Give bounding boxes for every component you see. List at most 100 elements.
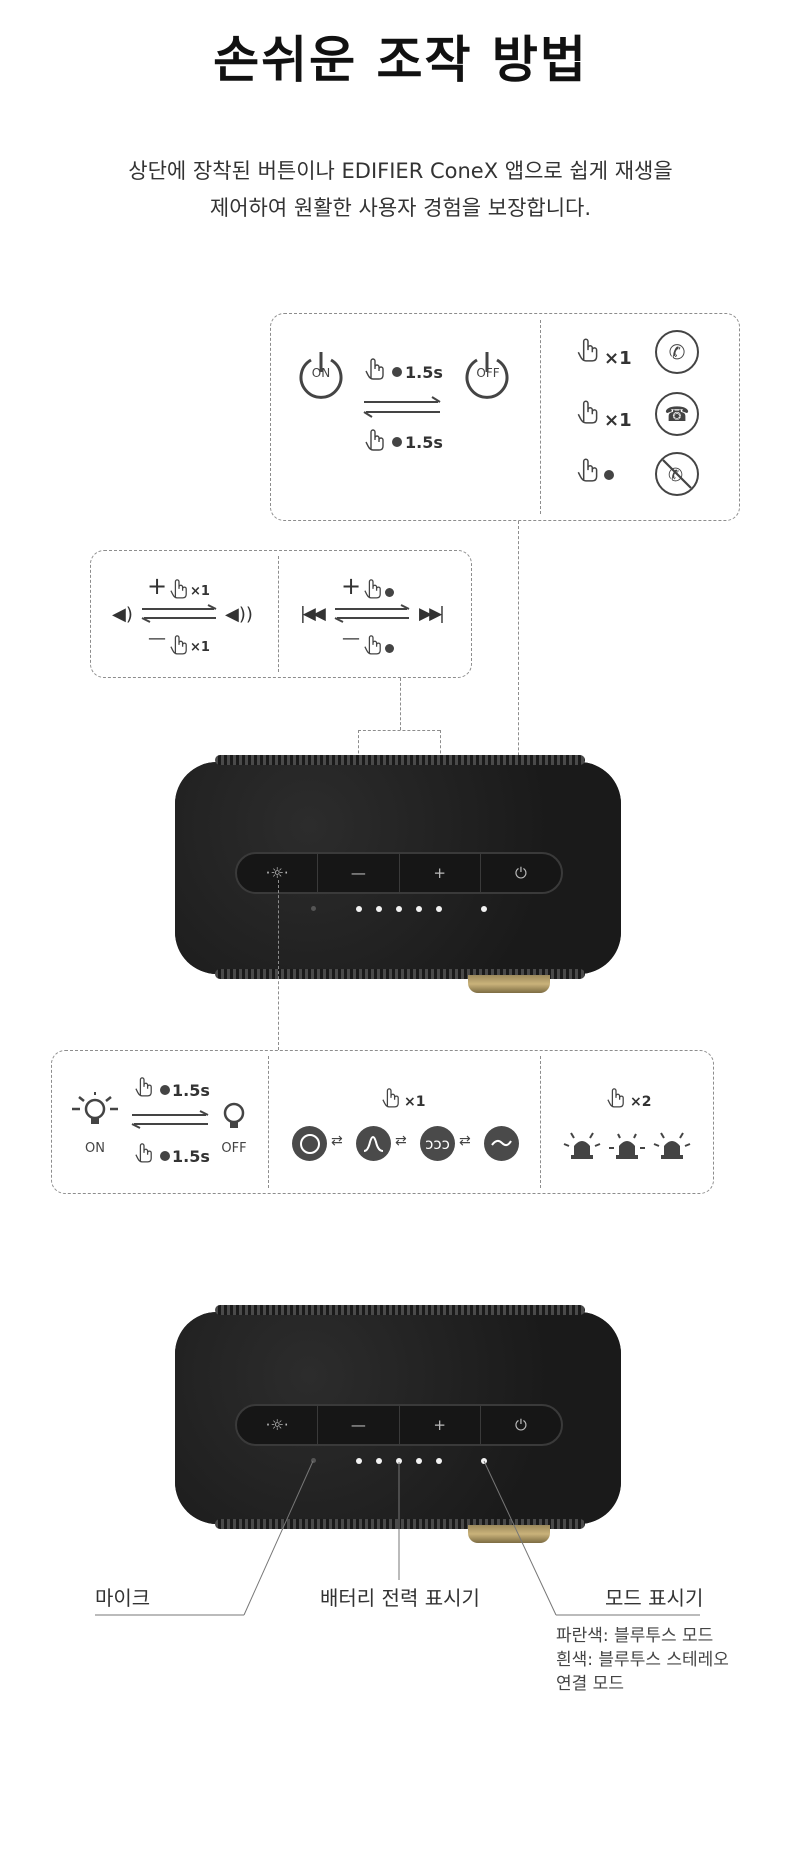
clock-icon [385, 588, 394, 597]
light-arrows-icon [130, 1110, 210, 1134]
light-press-count: ×2 [630, 1094, 652, 1110]
battery-led [356, 1458, 362, 1464]
light-off-label: OFF [221, 1141, 247, 1156]
power-call-box [270, 313, 740, 521]
track-arrows-icon [333, 604, 411, 628]
volume-arrows-icon [140, 604, 218, 628]
battery-led [416, 906, 422, 912]
battery-led [356, 906, 362, 912]
clock-icon [392, 367, 402, 377]
volume-up-button[interactable]: + [400, 1406, 481, 1444]
light-on-label: ON [85, 1141, 105, 1156]
light-effect-icon-3 [652, 1128, 692, 1164]
hand-press-icon [577, 335, 599, 367]
speaker-grille-bottom [215, 1519, 585, 1529]
volume-minus-sign: — [148, 628, 166, 649]
hand-press-icon [577, 397, 599, 429]
eq-mode-3-icon: ɔɔɔ [420, 1126, 455, 1161]
hand-press-icon [365, 426, 385, 456]
volume-track-divider [278, 556, 279, 672]
phone-answer-icon: ✆ [655, 330, 699, 374]
power-button[interactable]: ⏻ [514, 864, 527, 882]
speaker-knob [468, 1525, 550, 1543]
speaker-grille-top [215, 755, 585, 765]
guide-line-volume-h [358, 730, 440, 731]
track-plus-sign: + [341, 572, 362, 600]
page-title: 손쉬운 조작 방법 [213, 31, 588, 89]
call-press-count-2: ×1 [604, 410, 632, 431]
light-hold-time-bottom: 1.5s [172, 1147, 210, 1166]
eq-mode-2-icon [356, 1126, 391, 1161]
power-on-icon [296, 350, 346, 404]
hand-press-icon [135, 1140, 153, 1168]
subtitle-line-2: 제어하여 원활한 사용자 경험을 보장합니다. [209, 196, 592, 220]
speaker-control-bar: ·☼· — + ⏻ [235, 852, 563, 894]
light-button[interactable]: ·☼· [237, 1406, 319, 1444]
battery-led [376, 906, 382, 912]
volume-press-top: ×1 [190, 584, 210, 599]
callout-mode: 모드 표시기 [605, 1586, 704, 1610]
clock-icon [385, 644, 394, 653]
battery-led [396, 1458, 402, 1464]
light-effect-icon-2 [607, 1128, 647, 1164]
next-track-icon: ▶▶| [419, 604, 445, 624]
swap-arrows-icon: ⇄ [395, 1133, 407, 1149]
power-on-label: ON [311, 366, 331, 380]
phone-hangup-icon: ☎ [655, 392, 699, 436]
hand-press-icon [382, 1085, 400, 1113]
hand-press-icon [170, 632, 188, 660]
power-hold-time-top: 1.5s [405, 363, 443, 382]
mode-note-line-2: 흰색: 블루투스 스테레오 [556, 1650, 729, 1670]
hand-press-icon [135, 1074, 153, 1102]
light-effect-icon-1 [562, 1128, 602, 1164]
battery-led [436, 906, 442, 912]
subtitle-line-1: 상단에 장착된 버튼이나 EDIFIER ConeX 앱으로 쉽게 재생을 [128, 159, 673, 183]
light-off-icon [222, 1102, 246, 1137]
toggle-arrows-icon [362, 396, 442, 422]
clock-icon [160, 1085, 170, 1095]
speaker-grille-bottom [215, 969, 585, 979]
battery-led [416, 1458, 422, 1464]
eq-light-divider [540, 1056, 541, 1188]
power-off-label: OFF [476, 366, 500, 380]
microphone-hole [311, 1458, 316, 1463]
guide-line-light [278, 880, 279, 1050]
swap-arrows-icon: ⇄ [331, 1133, 343, 1149]
hand-hold-icon [364, 632, 382, 660]
power-button[interactable]: ⏻ [514, 1416, 527, 1434]
guide-line-volume [400, 678, 401, 730]
callout-battery: 배터리 전력 표시기 [320, 1586, 480, 1610]
volume-down-button[interactable]: — [318, 1406, 400, 1444]
volume-high-icon: ◀)) [225, 604, 253, 625]
mode-note-line-3: 연결 모드 [556, 1674, 624, 1694]
clock-icon [160, 1151, 170, 1161]
volume-down-button[interactable]: — [318, 854, 400, 892]
phone-reject-icon: ✆ [655, 452, 699, 496]
swap-arrows-icon: ⇄ [459, 1133, 471, 1149]
clock-icon [392, 437, 402, 447]
call-press-count-1: ×1 [604, 348, 632, 369]
speaker-grille-top [215, 1305, 585, 1315]
clock-icon [604, 470, 614, 480]
previous-track-icon: |◀◀ [300, 604, 326, 624]
track-minus-sign: — [342, 628, 360, 649]
light-hold-time-top: 1.5s [172, 1081, 210, 1100]
hand-press-icon [364, 576, 382, 604]
speaker-knob [468, 975, 550, 993]
eq-mode-1-icon [292, 1126, 327, 1161]
eq-mode-4-icon [484, 1126, 519, 1161]
battery-led [376, 1458, 382, 1464]
light-eq-divider [268, 1056, 269, 1188]
volume-track-box [90, 550, 472, 678]
volume-up-button[interactable]: + [400, 854, 481, 892]
light-on-icon [70, 1092, 120, 1133]
battery-led [436, 1458, 442, 1464]
speaker-control-bar: ·☼· — + ⏻ [235, 1404, 563, 1446]
power-box-divider [540, 320, 541, 514]
guide-line-power [518, 521, 519, 861]
microphone-hole [311, 906, 316, 911]
hand-hold-icon [577, 455, 599, 487]
light-button[interactable]: ·☼· [237, 854, 319, 892]
volume-low-icon: ◀) [112, 604, 133, 625]
